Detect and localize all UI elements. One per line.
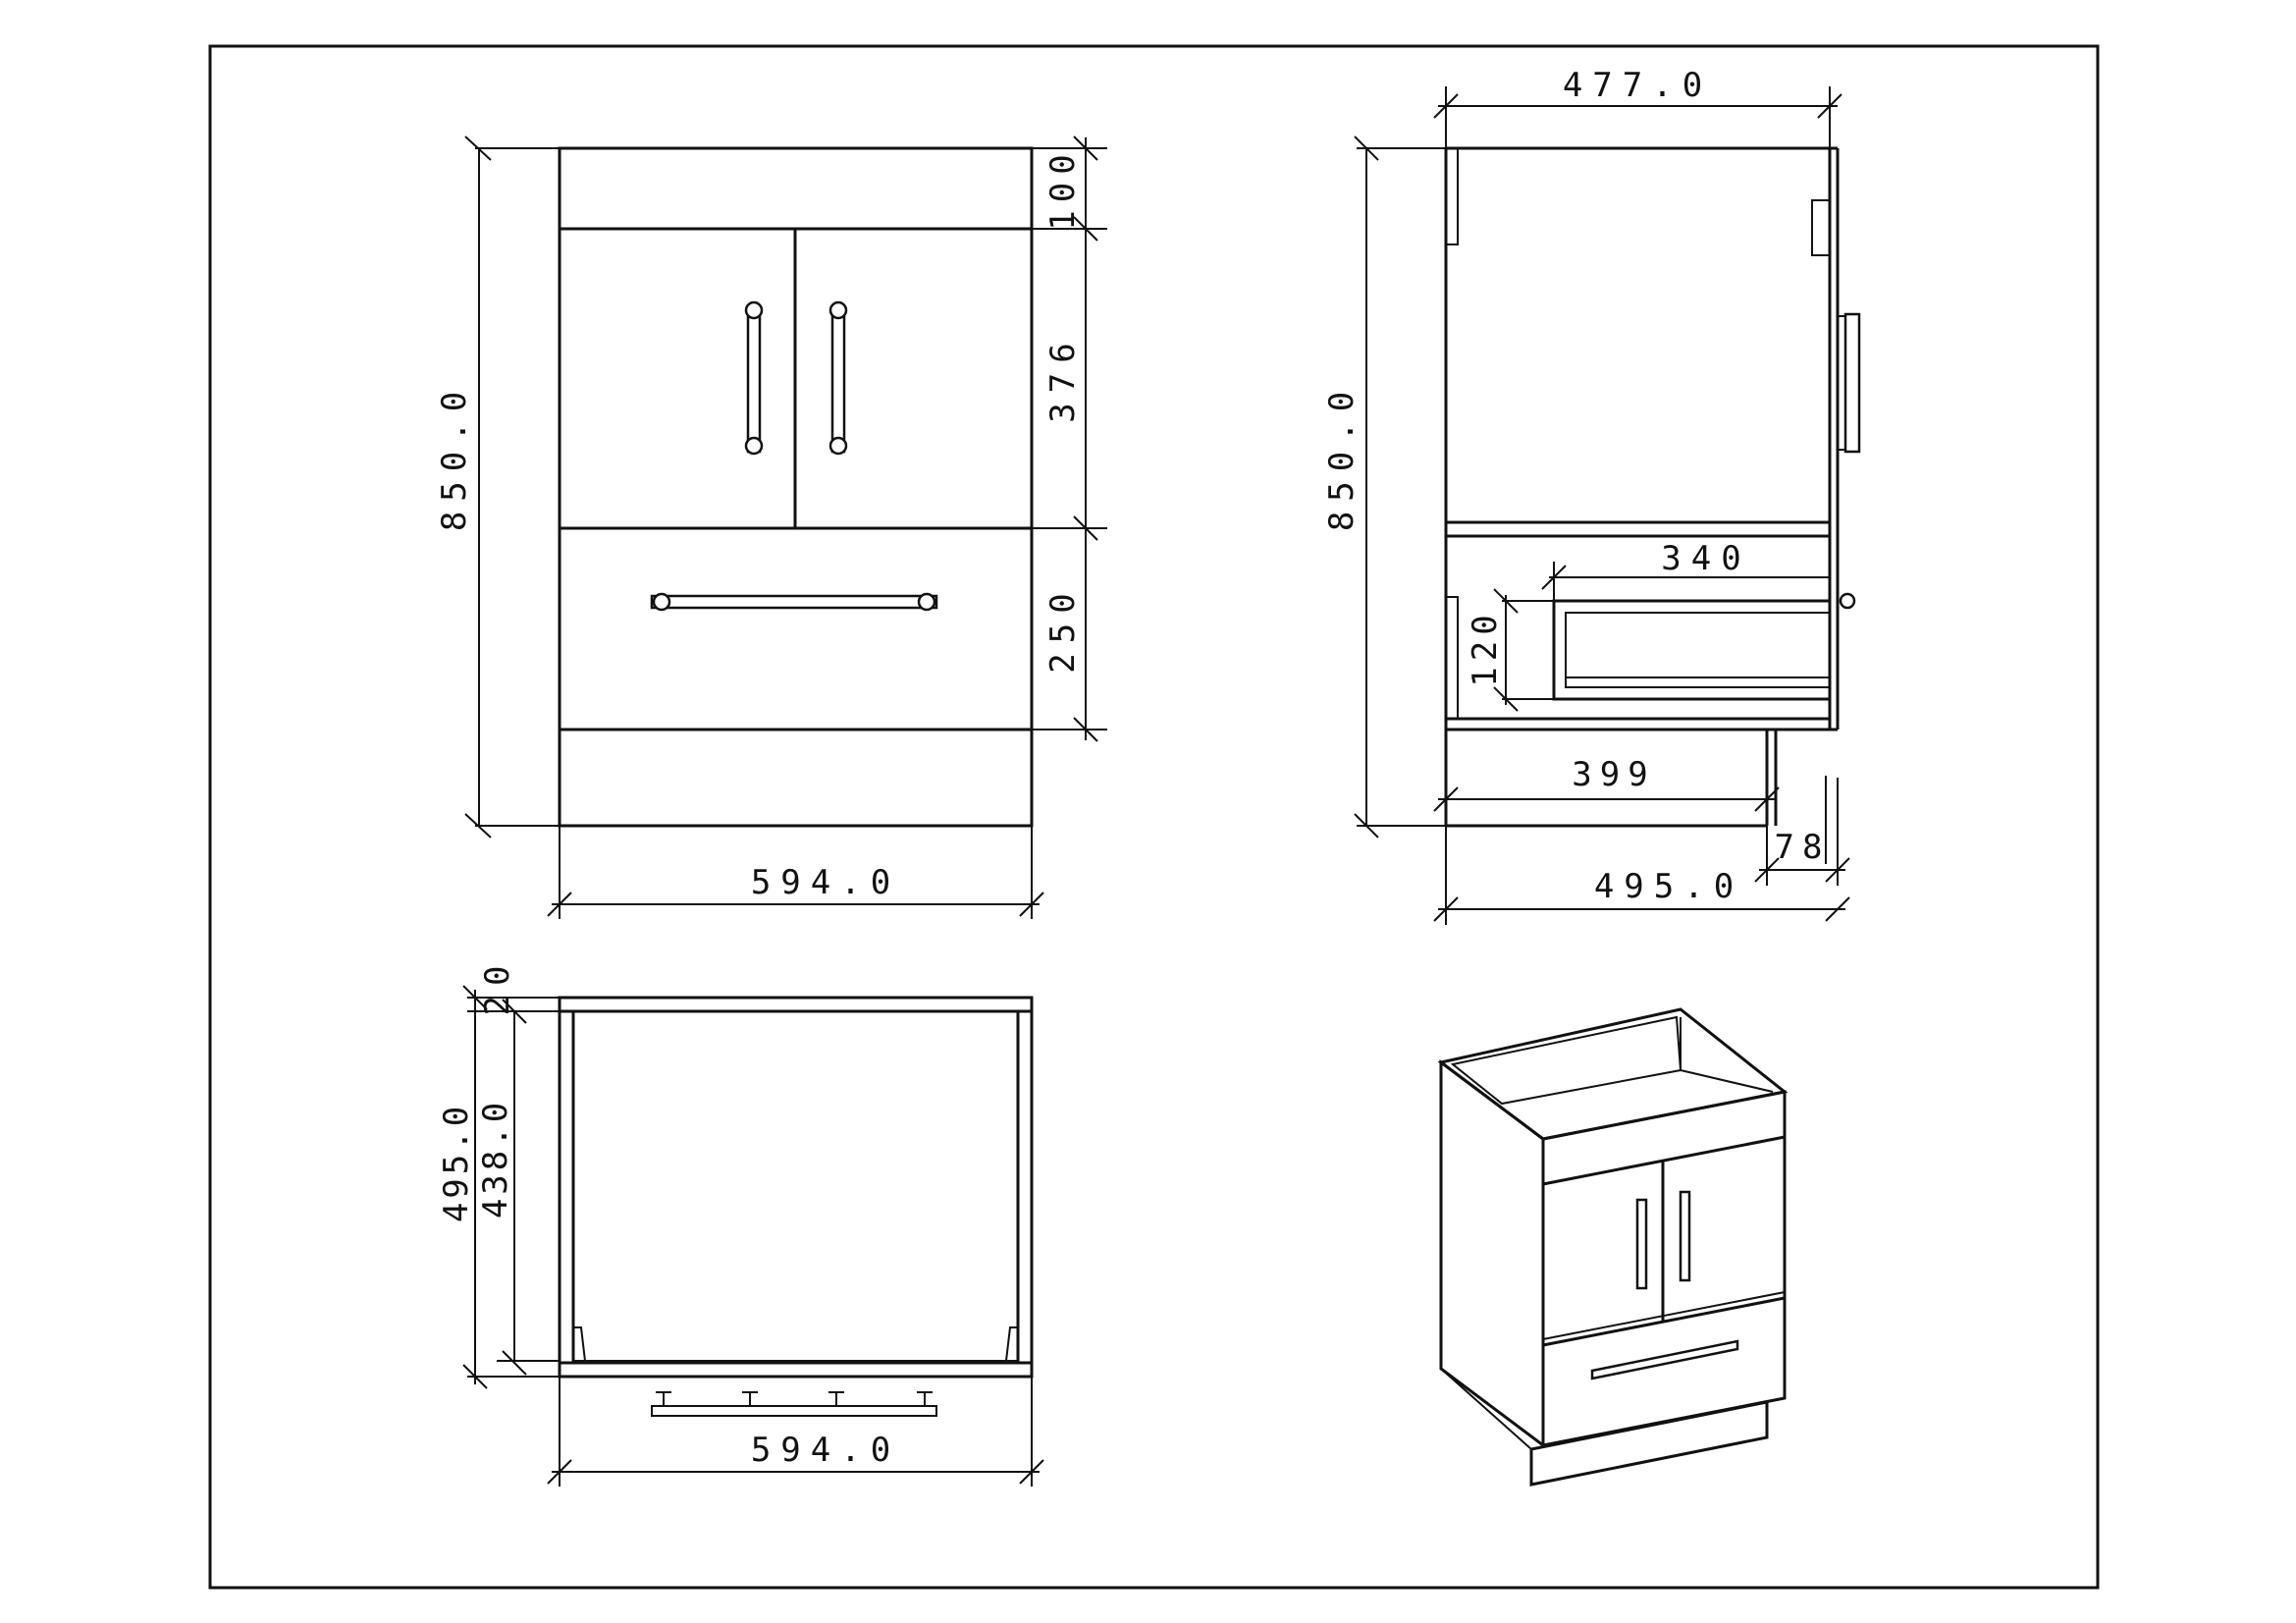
- offset-label: 78: [1775, 828, 1831, 867]
- front-view: 850.0 100 376 250 594.0: [435, 135, 1107, 919]
- iso-right-handle-icon: [1679, 1190, 1691, 1282]
- drawer-box: [1552, 599, 1832, 701]
- top-depth-outer-label: 495.0: [437, 1103, 476, 1222]
- right-door-handle-icon: [828, 300, 848, 456]
- side-bottom-depth-label: 495.0: [1594, 867, 1743, 906]
- drawer-handle-icon: [650, 592, 938, 612]
- iso-left-handle-icon: [1635, 1198, 1648, 1290]
- drawer-box-height-label: 120: [1466, 609, 1505, 686]
- left-door-handle-icon: [744, 300, 764, 456]
- top-view: 20 495.0 438.0 594.0: [437, 956, 1044, 1487]
- isometric-view: [1437, 1007, 1789, 1487]
- top-width-label: 594.0: [751, 1431, 900, 1470]
- top-depth-inner-label: 438.0: [476, 1099, 515, 1218]
- side-view: 477.0 850.0 340 120 399 78: [1322, 66, 1861, 925]
- front-carcass: [558, 146, 1034, 828]
- top-carcass: [558, 996, 1034, 1379]
- base-depth-label: 399: [1572, 755, 1655, 794]
- side-drawer-knob-icon: [1839, 592, 1856, 610]
- top-handles-icon: [651, 1405, 937, 1417]
- side-top-depth-label: 477.0: [1563, 66, 1712, 105]
- iso-drawer-handle-icon: [1590, 1339, 1739, 1380]
- drawer-height-dim-label: 250: [1043, 583, 1083, 673]
- drawing-border: [208, 44, 2100, 1590]
- drawer-depth-label: 340: [1661, 539, 1750, 578]
- side-height-label: 850.0: [1322, 382, 1362, 531]
- side-door-handle-icon: [1843, 312, 1861, 454]
- door-height-dim-label: 376: [1043, 333, 1083, 422]
- top-panel-dim-label: 20: [478, 956, 517, 1016]
- top-rail-dim-label: 100: [1043, 146, 1083, 230]
- front-width-label: 594.0: [751, 863, 900, 902]
- front-height-label: 850.0: [435, 382, 474, 531]
